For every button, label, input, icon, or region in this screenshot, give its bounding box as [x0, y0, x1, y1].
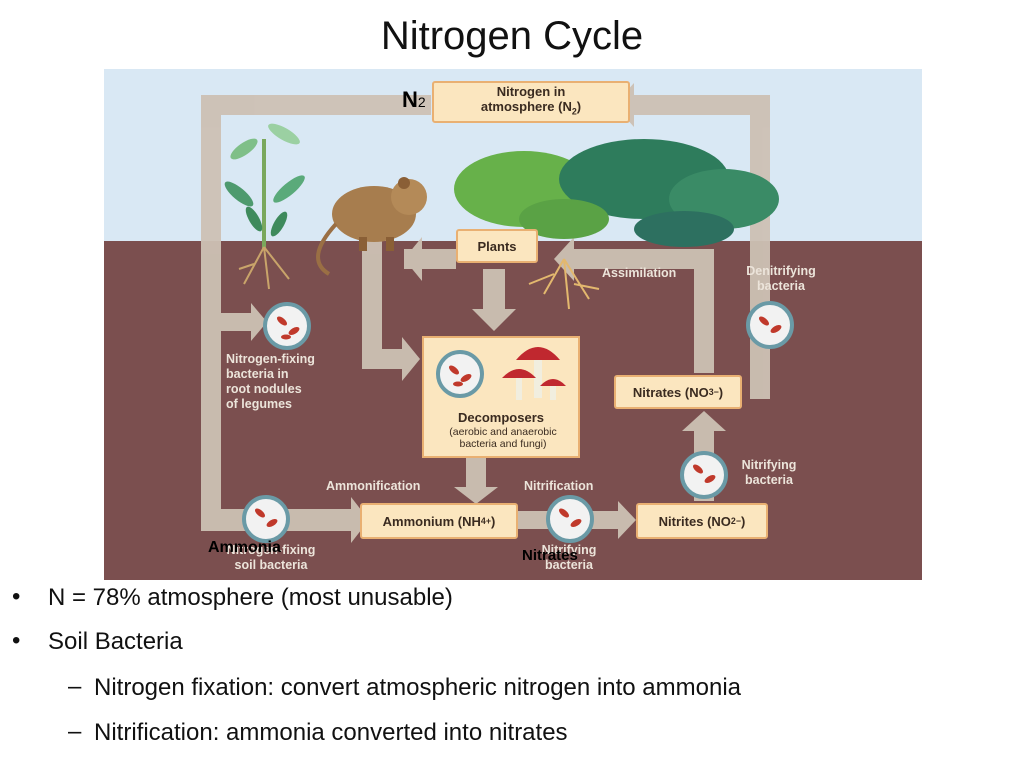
bullet-marker: •	[12, 627, 21, 654]
ammonium-sup: +	[485, 515, 491, 526]
nitrification-label: Nitrification	[524, 479, 594, 493]
nitrites-close: )	[740, 513, 746, 529]
atmosphere-line2: atmosphere (N	[480, 99, 572, 115]
bacteria-soil-circle	[242, 495, 290, 543]
ammonification-label: Ammonification	[326, 479, 421, 493]
rodent-animal	[316, 177, 427, 276]
legume-plant	[224, 123, 305, 290]
tree-roots	[528, 258, 600, 310]
bullet-marker: •	[12, 583, 21, 610]
nitrifying-bottom-label: Nitrifying bacteria	[541, 543, 597, 572]
nitrates-sub: 3	[708, 386, 714, 397]
atmosphere-box: Nitrogen in atmosphere (N2)	[432, 81, 630, 123]
bacteria-nitrifying-circle	[680, 451, 728, 499]
nitrogen-cycle-diagram: Nitrogen in atmosphere (N2) N2 Plants As…	[104, 69, 922, 580]
bullet-item: N = 78% atmosphere (most unusable)	[48, 584, 453, 611]
assimilation-label: Assimilation	[602, 266, 677, 280]
n2-marker-sub: 2	[417, 94, 426, 110]
nitrates-overlay-label: Nitrates	[522, 547, 578, 564]
n2-marker-text: N	[402, 87, 418, 112]
nitrites-text: Nitrites (NO	[658, 513, 731, 529]
nitrates-sup: −	[713, 386, 719, 397]
sub-bullet-marker: –	[68, 673, 82, 700]
ammonia-overlay-label: Ammonia	[208, 539, 281, 556]
ammonium-text: Ammonium (NH	[382, 513, 481, 529]
nitrites-sub: 2	[730, 515, 736, 526]
sub-bullet-item: Nitrification: ammonia converted into ni…	[94, 719, 568, 746]
bacteria-nitrification-circle	[546, 495, 594, 543]
n2-marker: N2	[402, 87, 426, 113]
ammonium-close: )	[490, 513, 496, 529]
slide-title: Nitrogen Cycle	[380, 14, 644, 58]
atmosphere-line1: Nitrogen in	[496, 84, 566, 100]
sub-bullet-marker: –	[68, 718, 82, 745]
decomposers-subtitle: (aerobic and anaerobic bacteria and fung…	[449, 426, 557, 450]
bullet-item: Soil Bacteria	[48, 628, 183, 655]
nitrates-text: Nitrates (NO	[632, 384, 709, 400]
bacteria-nodule-circle	[263, 302, 311, 350]
atmosphere-close: )	[576, 99, 582, 115]
decomposers-illustration	[436, 347, 566, 400]
nitrifying-bacteria-label: Nitrifying bacteria	[741, 458, 797, 487]
decomposers-box: Decomposers (aerobic and anaerobic bacte…	[422, 336, 580, 458]
plants-box: Plants	[456, 229, 538, 263]
nitrites-sup: −	[735, 515, 741, 526]
decomposers-title: Decomposers	[458, 410, 544, 425]
nitrogen-fixing-soil-label: Nitrogen-fixing soil bacteria	[226, 543, 316, 572]
sub-bullet-item: Nitrogen fixation: convert atmospheric n…	[94, 674, 741, 701]
tree-foliage	[454, 139, 779, 247]
nitrogen-fixing-nodules-label: Nitrogen-fixing bacteria in root nodules…	[226, 352, 315, 411]
denitrifying-bacteria-label: Denitrifying bacteria	[746, 264, 816, 293]
atmosphere-sub: 2	[571, 106, 577, 117]
bacteria-denitrifying-circle	[746, 301, 794, 349]
nitrates-close: )	[718, 384, 724, 400]
ammonium-sub: 4	[480, 515, 486, 526]
